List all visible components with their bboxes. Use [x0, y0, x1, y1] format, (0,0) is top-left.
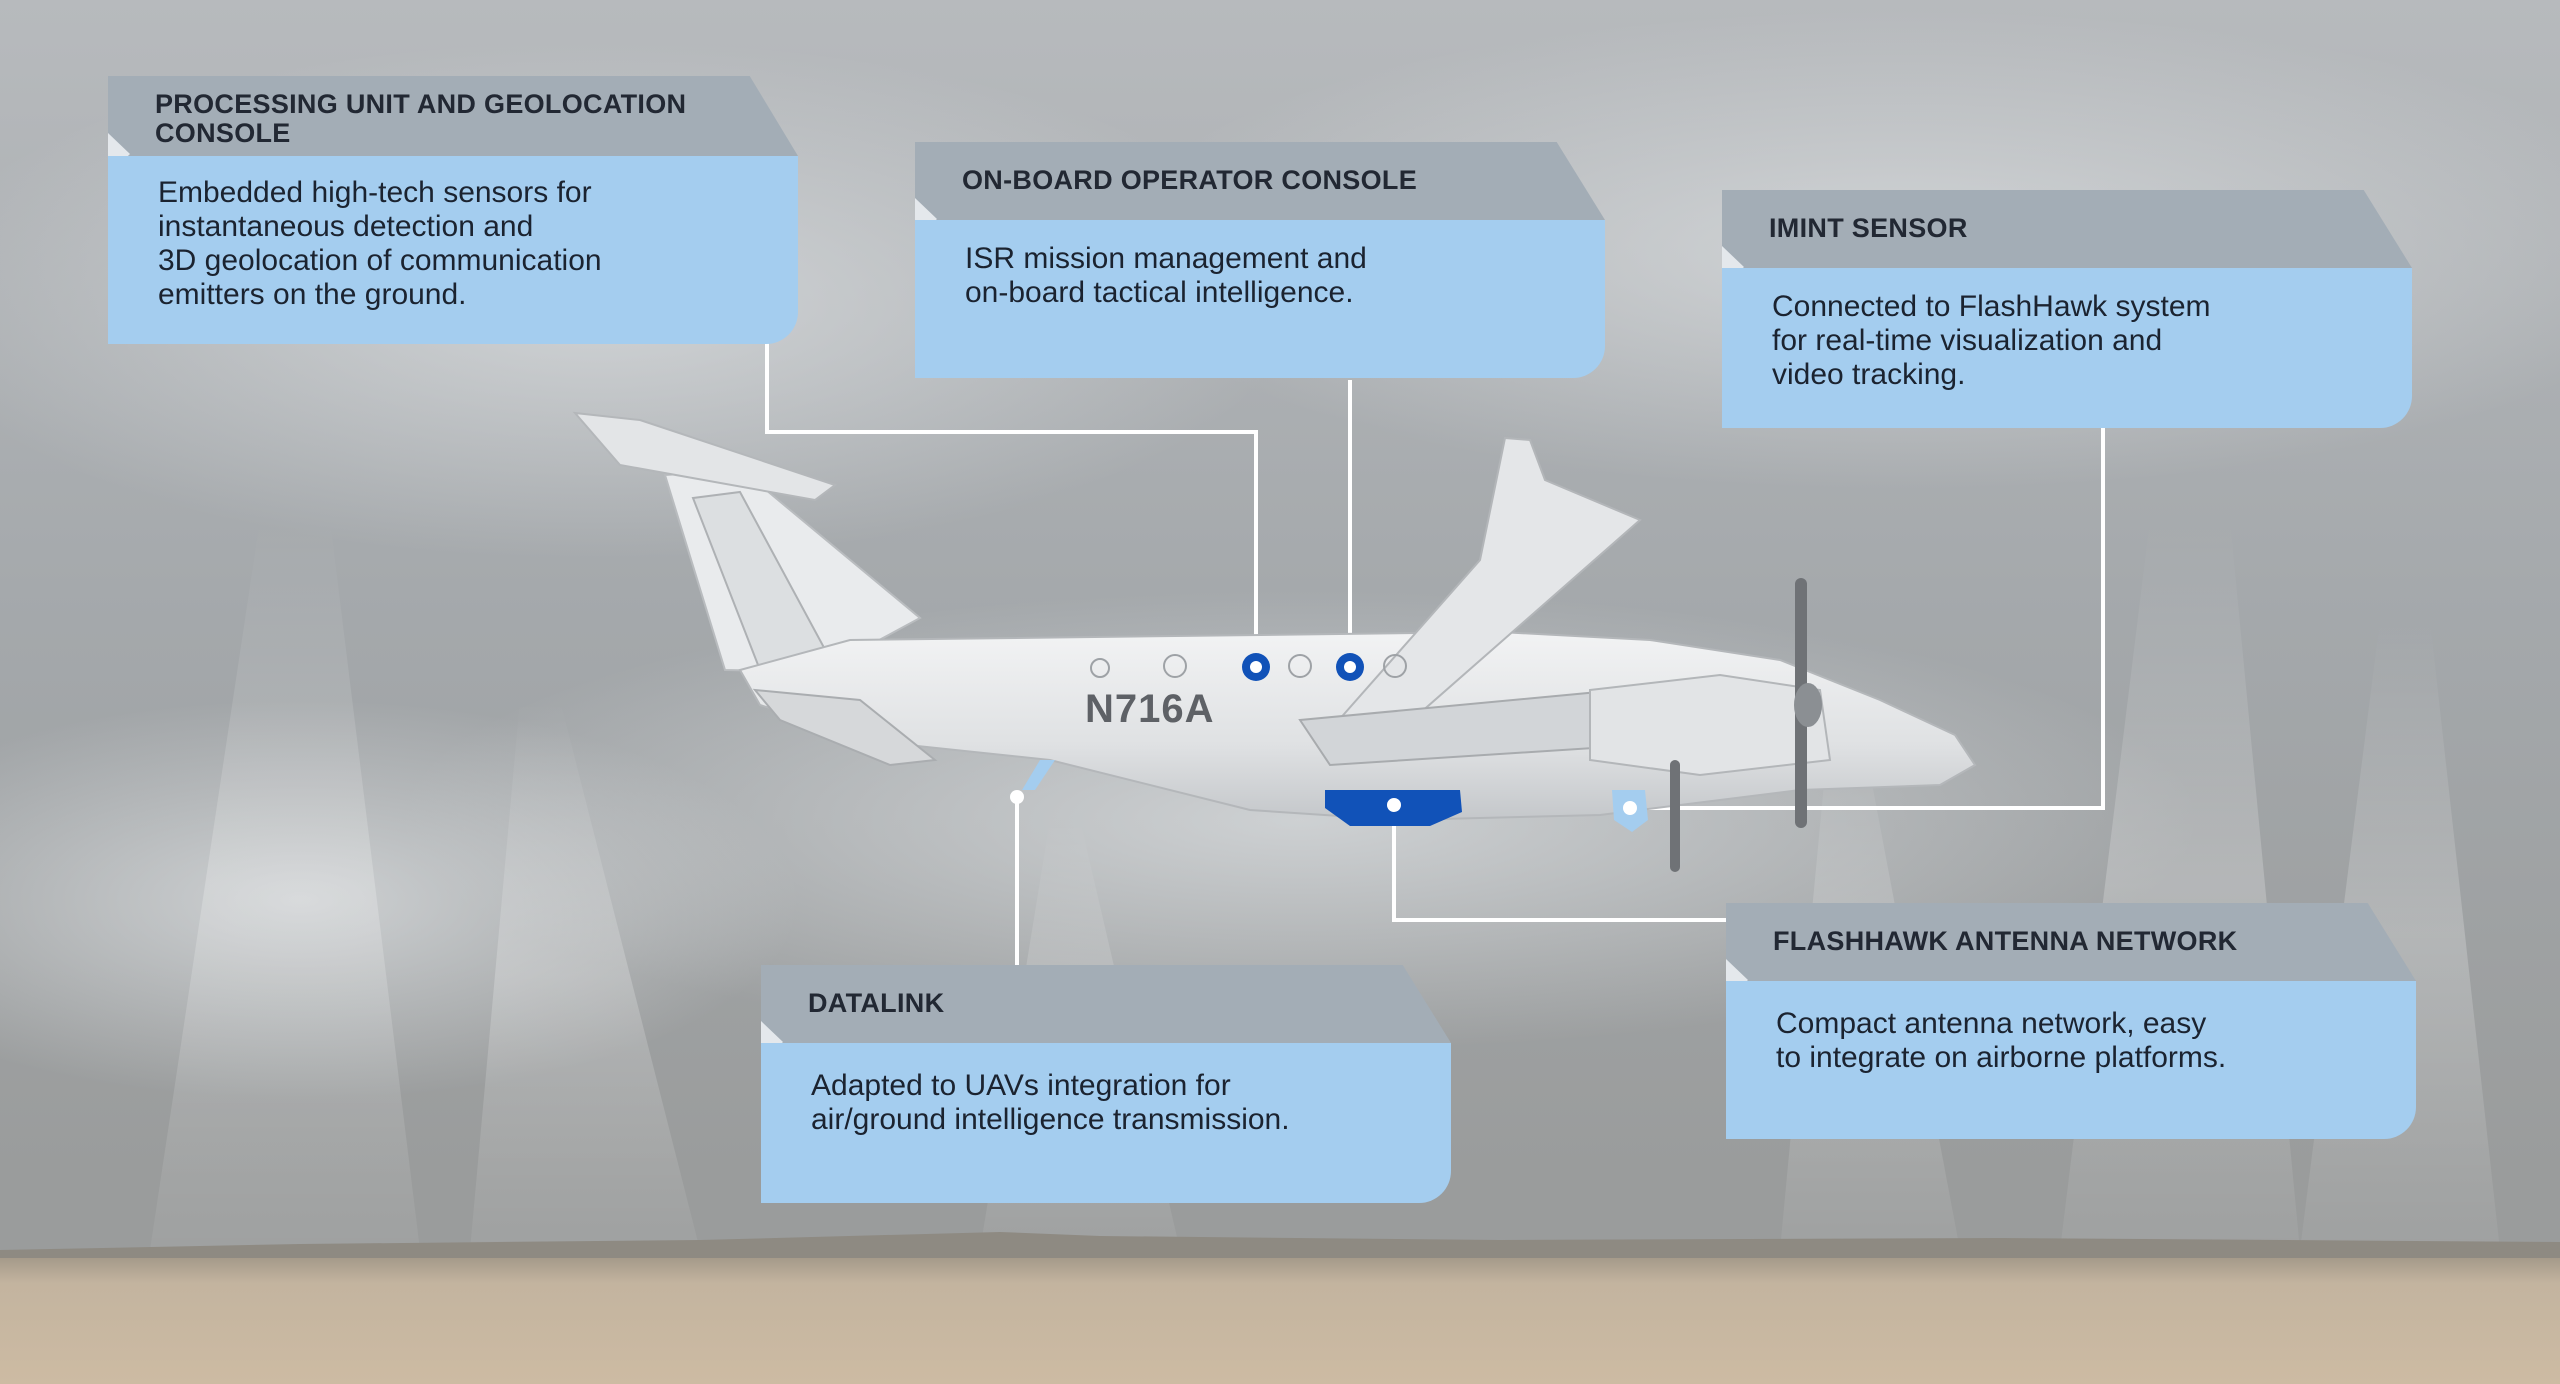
callout-title: DATALINK [808, 988, 945, 1018]
callout-antenna-network: FLASHHAWK ANTENNA NETWORK Compact antenn… [1726, 903, 2416, 1139]
callout-header: DATALINK [761, 965, 1451, 1043]
callout-header: PROCESSING UNIT AND GEOLOCATION CONSOLE [108, 76, 798, 156]
callout-imint-sensor: IMINT SENSOR Connected to FlashHawk syst… [1722, 190, 2412, 428]
callout-datalink: DATALINK Adapted to UAVs integration for… [761, 965, 1451, 1203]
callout-header: ON-BOARD OPERATOR CONSOLE [915, 142, 1605, 220]
callout-title: FLASHHAWK ANTENNA NETWORK [1773, 926, 2238, 956]
callout-text: Compact antenna network, easy to integra… [1776, 1007, 2227, 1074]
callout-title: ON-BOARD OPERATOR CONSOLE [962, 165, 1418, 195]
callout-header: FLASHHAWK ANTENNA NETWORK [1726, 903, 2416, 981]
callout-processing-unit: PROCESSING UNIT AND GEOLOCATION CONSOLE … [108, 76, 798, 344]
callout-body: Embedded high-tech sensors for instantan… [108, 156, 798, 344]
callout-text: Embedded high-tech sensors for instantan… [158, 176, 602, 311]
callout-text: ISR mission management and on-board tact… [965, 242, 1367, 309]
callout-title: IMINT SENSOR [1769, 213, 1968, 243]
callout-text: Connected to FlashHawk system for real-t… [1772, 290, 2211, 391]
callout-body: Connected to FlashHawk system for real-t… [1722, 268, 2412, 428]
aircraft [572, 411, 1977, 872]
aircraft-registration: N716A [1085, 687, 1215, 731]
callout-body: Compact antenna network, easy to integra… [1726, 981, 2416, 1139]
callout-header: IMINT SENSOR [1722, 190, 2412, 268]
callout-body: ISR mission management and on-board tact… [915, 220, 1605, 378]
callout-operator-console: ON-BOARD OPERATOR CONSOLE ISR mission ma… [915, 142, 1605, 378]
callout-title: PROCESSING UNIT AND GEOLOCATION CONSOLE [155, 89, 687, 148]
callout-text: Adapted to UAVs integration for air/grou… [811, 1069, 1290, 1136]
callout-body: Adapted to UAVs integration for air/grou… [761, 1043, 1451, 1203]
